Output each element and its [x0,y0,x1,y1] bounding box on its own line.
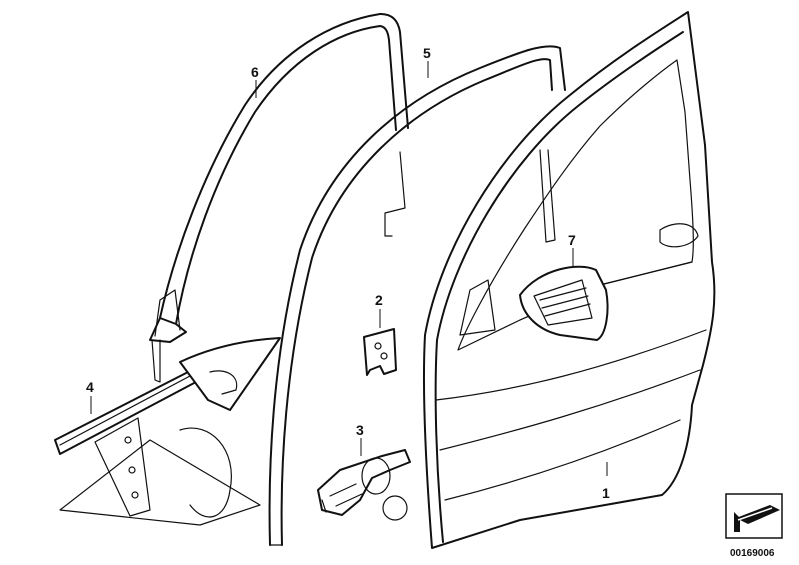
callout-6: 6 [251,64,259,80]
part-window-regulator [54,337,281,526]
callout-5: 5 [423,45,431,61]
callout-2: 2 [375,292,383,308]
part-door-hinge [317,449,411,521]
catalog-symbol-icon [725,493,783,539]
part-bracket-plate [363,328,397,376]
callout-1: 1 [602,485,610,501]
part-window-frame-trim [149,13,409,383]
callout-7: 7 [568,232,576,248]
part-mirror-trim [519,265,609,341]
reference-number: 00169006 [730,548,775,559]
callout-4: 4 [86,379,94,395]
callout-3: 3 [356,422,364,438]
part-door-seal [268,45,566,546]
